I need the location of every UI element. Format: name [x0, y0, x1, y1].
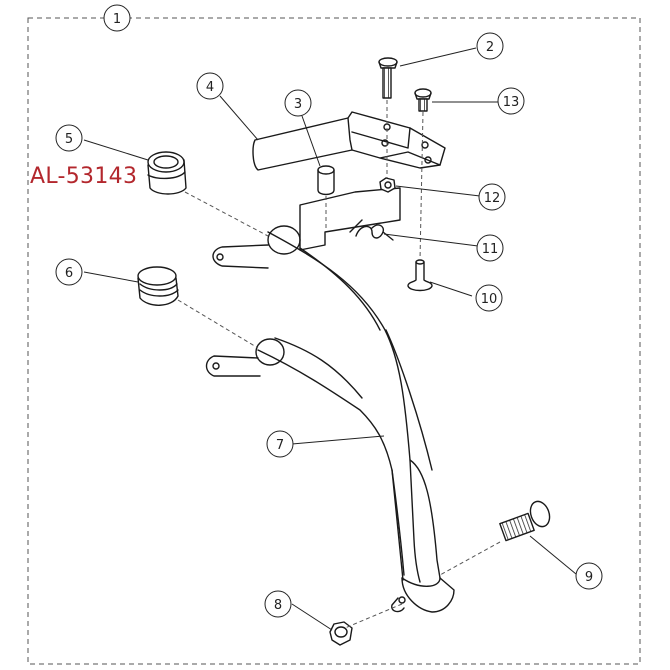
- svg-text:4: 4: [206, 80, 214, 95]
- lock-nut: [329, 621, 353, 646]
- svg-text:6: 6: [65, 266, 73, 281]
- end-cap: [137, 266, 179, 306]
- svg-text:12: 12: [484, 191, 501, 206]
- svg-text:1: 1: [113, 12, 121, 27]
- assembly-frame: [27, 17, 641, 665]
- long-screw: [378, 57, 398, 99]
- svg-text:2: 2: [486, 40, 494, 55]
- callout-10: 10: [475, 284, 503, 312]
- bushing: [147, 151, 187, 195]
- svg-text:5: 5: [65, 132, 73, 147]
- assembly-guides: [177, 100, 501, 629]
- carriage-bolt: [499, 500, 551, 542]
- spacer: [317, 165, 335, 196]
- hex-nut: [379, 177, 396, 193]
- mounting-bracket: [252, 111, 446, 251]
- leader-lines: [83, 47, 577, 631]
- svg-text:11: 11: [482, 242, 499, 257]
- callout-1: 1: [103, 4, 131, 32]
- callout-13: 13: [497, 87, 525, 115]
- svg-text:7: 7: [276, 438, 284, 453]
- callout-2: 2: [476, 32, 504, 60]
- pivot-sleeve: [407, 259, 433, 292]
- y-frame-tube: [205, 225, 455, 613]
- svg-text:3: 3: [294, 97, 302, 112]
- torsion-spring: [349, 219, 394, 241]
- part-code-label: AL-53143: [30, 164, 138, 189]
- callout-9: 9: [575, 562, 603, 590]
- callout-12: 12: [478, 183, 506, 211]
- callout-5: 5: [55, 124, 83, 152]
- svg-text:9: 9: [585, 570, 593, 585]
- svg-text:8: 8: [274, 598, 282, 613]
- callout-11: 11: [476, 234, 504, 262]
- short-screw: [414, 88, 432, 112]
- svg-text:10: 10: [481, 292, 498, 307]
- callout-6: 6: [55, 258, 83, 286]
- svg-text:13: 13: [503, 95, 520, 110]
- callout-8: 8: [264, 590, 292, 618]
- callout-7: 7: [266, 430, 294, 458]
- callout-3: 3: [284, 89, 312, 117]
- callout-4: 4: [196, 72, 224, 100]
